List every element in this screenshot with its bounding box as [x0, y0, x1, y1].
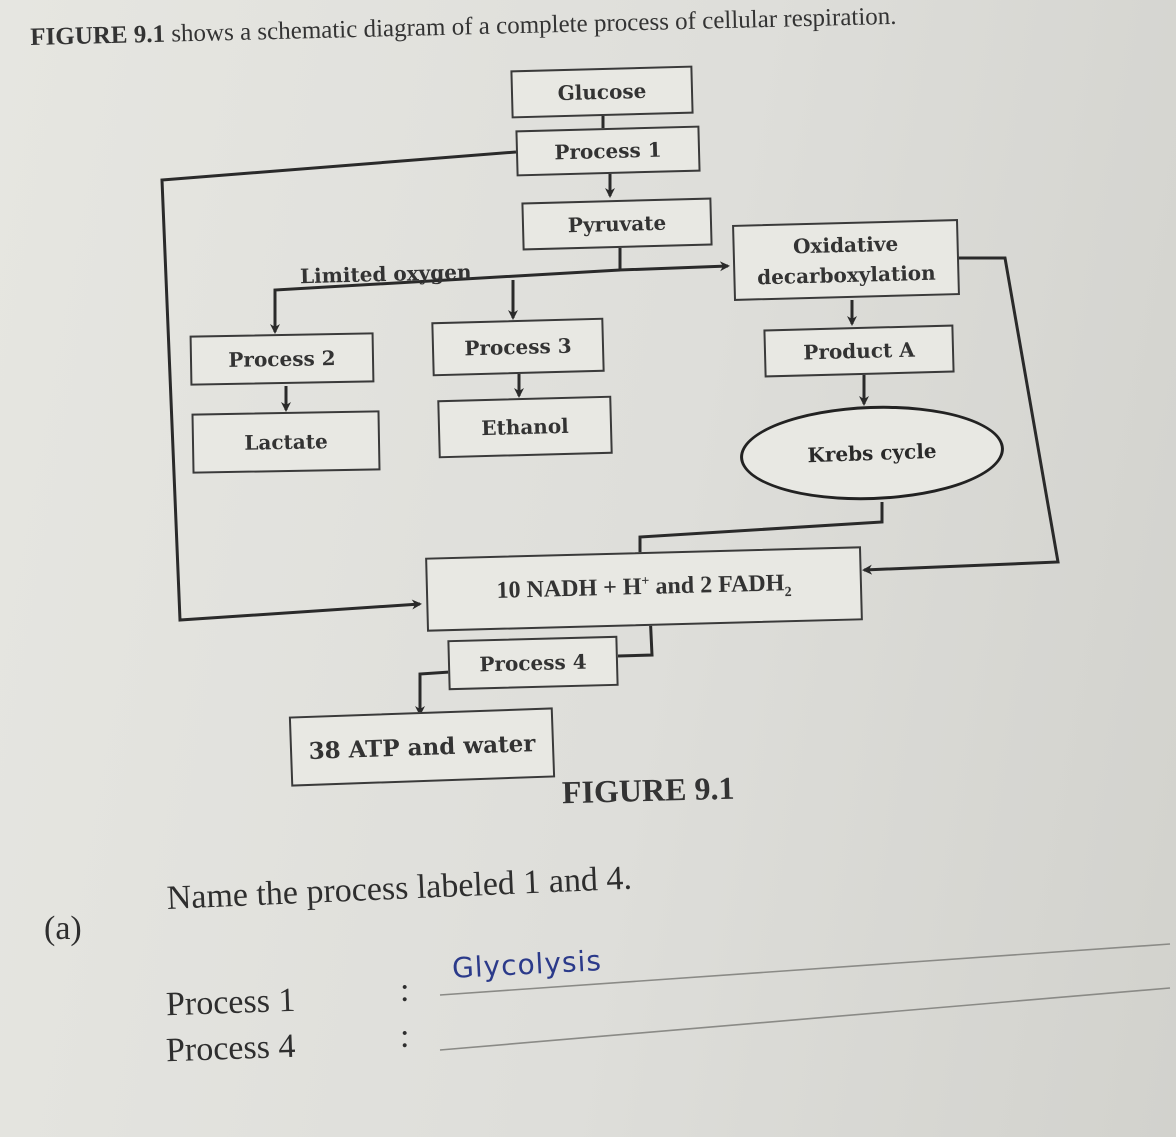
process-4-row-label: Process 4 — [165, 1027, 296, 1070]
question-letter: (a) — [44, 910, 82, 947]
answer-line-1-top — [439, 943, 1171, 996]
process-1-row-colon: : — [400, 972, 410, 1009]
process-4-row-colon: : — [400, 1018, 410, 1055]
process-1-row-label: Process 1 — [165, 981, 296, 1024]
answer-line-2 — [439, 987, 1171, 1051]
